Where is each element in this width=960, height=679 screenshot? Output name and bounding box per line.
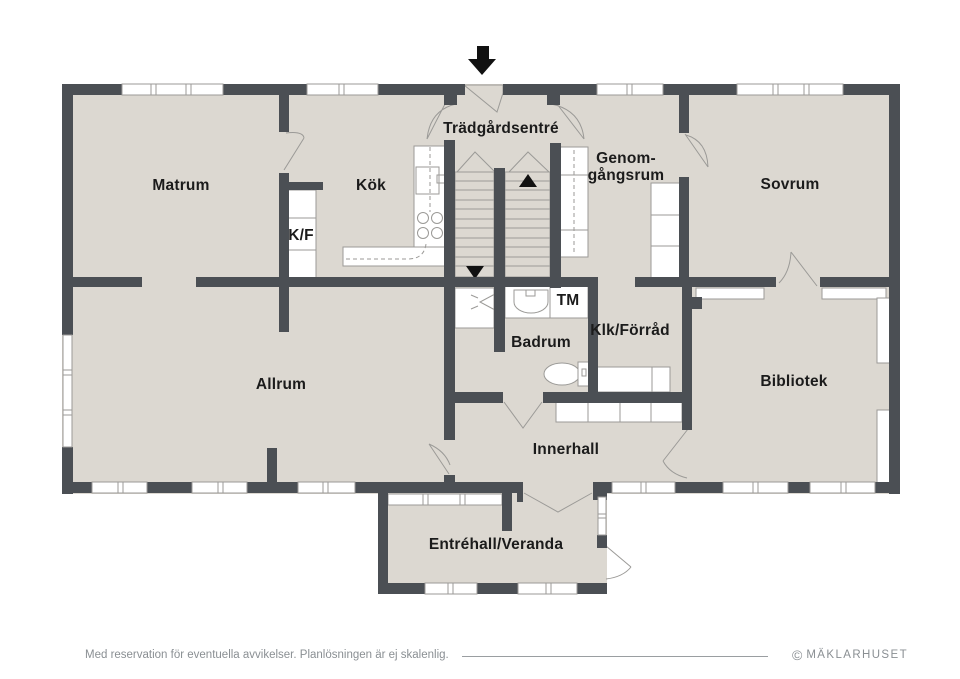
window: [736, 83, 844, 96]
entry-door-left: [426, 103, 457, 140]
window: [611, 481, 676, 494]
stove-burner-icon: [417, 212, 429, 224]
room-label-tradgardsentre: Trädgårdsentré: [443, 120, 559, 137]
stairs-down-arrow: [466, 266, 484, 279]
walls: [62, 84, 900, 594]
room-label-genomgangsrum-line1: Genom-: [596, 150, 656, 167]
sovrum-bottom-door: [778, 251, 818, 287]
kitchen-sink-icon: [415, 166, 440, 195]
bookshelf-top-left: [695, 287, 765, 300]
brand-name: MÄKLARHUSET: [806, 649, 908, 661]
sovrum-top-door: [684, 133, 709, 168]
window: [596, 83, 664, 96]
room-label-klk-forrad: Klk/Förråd: [590, 322, 670, 339]
room-label-genomgangsrum-line2: gångsrum: [587, 167, 665, 184]
bookshelf-right-upper: [876, 297, 891, 364]
stove-burner-icon: [431, 227, 443, 239]
disclaimer-text: Med reservation för eventuella avvikelse…: [85, 649, 449, 661]
room-label-genomgangsrum: Genom- gångsrum: [588, 150, 665, 184]
window: [297, 481, 356, 494]
wardrobe-row: [555, 399, 683, 423]
closets: [285, 146, 891, 506]
room-label-tm: TM: [556, 292, 580, 309]
brand-logo: © MÄKLARHUSET: [792, 647, 908, 663]
room-label-badrum: Badrum: [511, 334, 571, 351]
window: [121, 83, 224, 96]
room-label-matrum: Matrum: [152, 177, 210, 194]
kok-matrum-door: [283, 132, 305, 171]
window: [809, 481, 876, 494]
entrance-arrow-icon: [468, 46, 496, 75]
stove-burner-icon: [431, 212, 443, 224]
room-label-sovrum: Sovrum: [760, 176, 820, 193]
kf-closet: [285, 189, 317, 284]
bookshelf-top-right: [821, 287, 887, 300]
stove-burner-icon: [417, 227, 429, 239]
stair-door-left: [456, 151, 496, 173]
windows: [62, 83, 876, 595]
hall-closet-right: [650, 182, 681, 279]
room-label-innerhall: Innerhall: [532, 441, 600, 458]
room-label-kf: K/F: [288, 227, 314, 244]
allrum-innerhall-door: [428, 443, 451, 475]
badrum-door: [503, 401, 543, 429]
room-label-entrehall-veranda: Entréhall/Veranda: [428, 536, 564, 553]
entry-door-right: [550, 103, 585, 140]
kitchen-counter-horizontal: [342, 246, 446, 267]
washbasin-icon: [513, 289, 549, 314]
toilet-icon: [543, 362, 581, 386]
veranda-window-band: [387, 493, 503, 506]
stair-door-right: [508, 151, 550, 173]
window: [722, 481, 789, 494]
window: [424, 582, 478, 595]
veranda-exterior-door: [605, 545, 632, 580]
room-label-allrum: Allrum: [255, 376, 307, 393]
storage-shelf: [596, 366, 671, 393]
veranda-double-door: [523, 492, 593, 513]
window: [62, 334, 73, 448]
window: [517, 582, 578, 595]
window: [306, 83, 379, 96]
door-swings: [283, 103, 818, 580]
stairs-up-arrow: [519, 174, 537, 187]
room-label-bibliotek: Bibliotek: [760, 373, 828, 390]
window: [91, 481, 148, 494]
footer-divider-line: [462, 656, 768, 657]
bookshelf-right-lower: [876, 409, 891, 486]
room-label-kok: Kök: [356, 177, 386, 194]
floor-areas: [62, 84, 900, 594]
window: [191, 481, 248, 494]
copyright-icon: ©: [792, 647, 803, 663]
kitchen-fixtures: [342, 145, 446, 267]
bibliotek-door: [662, 428, 689, 479]
window: [597, 496, 607, 536]
